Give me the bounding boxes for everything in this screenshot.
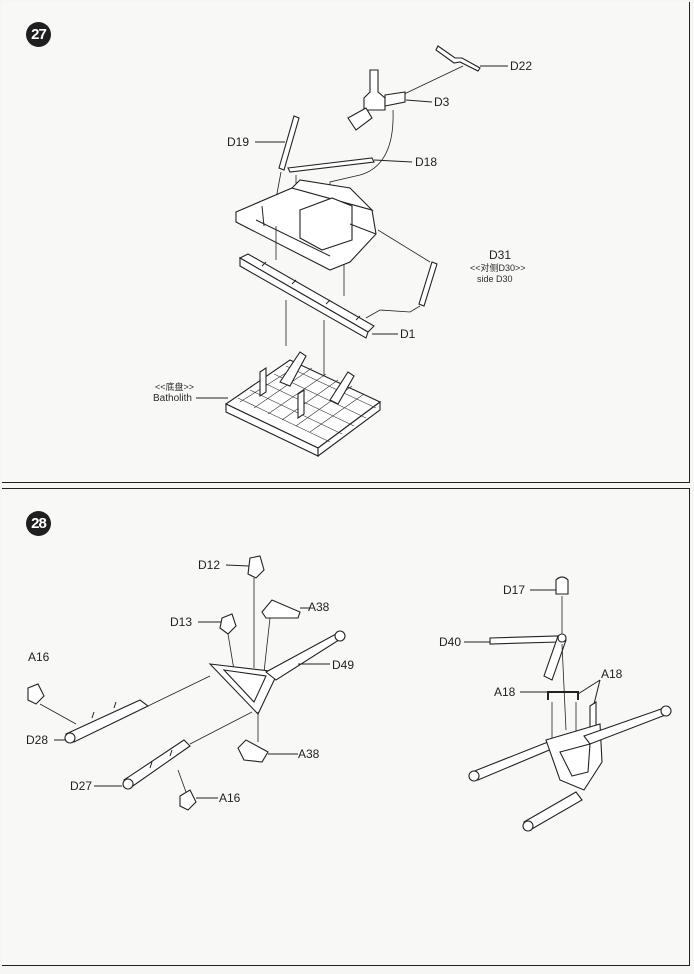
arrow-a38-top bbox=[263, 617, 271, 673]
part-upper-assembly bbox=[235, 179, 377, 271]
note-d31-chinese: <<对侧D30>> bbox=[470, 263, 526, 273]
part-d17 bbox=[555, 576, 569, 595]
part-d22 bbox=[435, 45, 481, 72]
label-d18: D18 bbox=[415, 155, 438, 169]
leader-d18 bbox=[373, 159, 413, 163]
label-d31: D31 bbox=[489, 248, 512, 262]
part-right-frame bbox=[468, 705, 672, 832]
part-a38-top bbox=[261, 599, 301, 619]
leader-d12 bbox=[225, 564, 250, 567]
part-a18-bracket bbox=[547, 691, 579, 700]
label-d13: D13 bbox=[170, 615, 193, 629]
label-a38-bottom: A38 bbox=[298, 747, 320, 761]
part-d19 bbox=[278, 115, 300, 171]
label-d22: D22 bbox=[510, 59, 533, 73]
leader-d3 bbox=[405, 99, 433, 103]
label-d17: D17 bbox=[503, 583, 526, 597]
part-base-plate bbox=[224, 351, 382, 458]
part-d40 bbox=[489, 633, 567, 681]
label-a16-bottom: A16 bbox=[219, 791, 241, 805]
note-d31-english: side D30 bbox=[477, 274, 513, 284]
label-d12: D12 bbox=[198, 558, 221, 572]
part-d18 bbox=[287, 157, 375, 173]
arrow-d31-bottom bbox=[365, 305, 421, 319]
label-a16-left: A16 bbox=[28, 650, 50, 664]
note-base-english: Batholith bbox=[153, 393, 192, 404]
part-d13 bbox=[219, 613, 237, 635]
step-28-panel bbox=[2, 488, 690, 966]
part-d3 bbox=[347, 69, 406, 131]
part-d27 bbox=[122, 739, 191, 790]
part-a38-bottom bbox=[237, 739, 269, 763]
label-d19: D19 bbox=[227, 135, 250, 149]
note-base-chinese: <<底盘>> bbox=[155, 382, 195, 392]
arrow-d13 bbox=[227, 633, 235, 671]
part-a16-bottom bbox=[179, 789, 197, 811]
label-d3: D3 bbox=[434, 95, 450, 109]
arrow-d3 bbox=[329, 109, 394, 200]
arrow-a16-left bbox=[39, 703, 77, 725]
label-d27: D27 bbox=[70, 779, 93, 793]
part-d1 bbox=[238, 253, 375, 339]
leader-a18-right-2 bbox=[577, 679, 601, 695]
arrow-d27 bbox=[189, 711, 253, 745]
label-d1: D1 bbox=[400, 327, 416, 341]
step-number-badge: 27 bbox=[26, 22, 51, 47]
label-a38-top: A38 bbox=[308, 600, 330, 614]
label-d40: D40 bbox=[439, 635, 462, 649]
arrow-d28 bbox=[147, 675, 211, 707]
part-d31 bbox=[418, 261, 438, 307]
arrow-d22 bbox=[399, 65, 464, 97]
label-d28: D28 bbox=[26, 733, 49, 747]
label-a18-left: A18 bbox=[494, 685, 516, 699]
part-d49 bbox=[208, 630, 346, 715]
part-d28 bbox=[64, 699, 150, 744]
step-number-badge: 28 bbox=[26, 511, 51, 536]
part-a16-left bbox=[27, 683, 45, 705]
arrow-d40 bbox=[561, 643, 567, 731]
part-d12 bbox=[247, 555, 265, 579]
arrow-d31-top bbox=[377, 229, 431, 263]
arrow-a16-bottom bbox=[177, 769, 187, 793]
label-d49: D49 bbox=[332, 658, 355, 672]
label-a18-right: A18 bbox=[601, 667, 623, 681]
leader-a18-right-1 bbox=[593, 679, 601, 705]
